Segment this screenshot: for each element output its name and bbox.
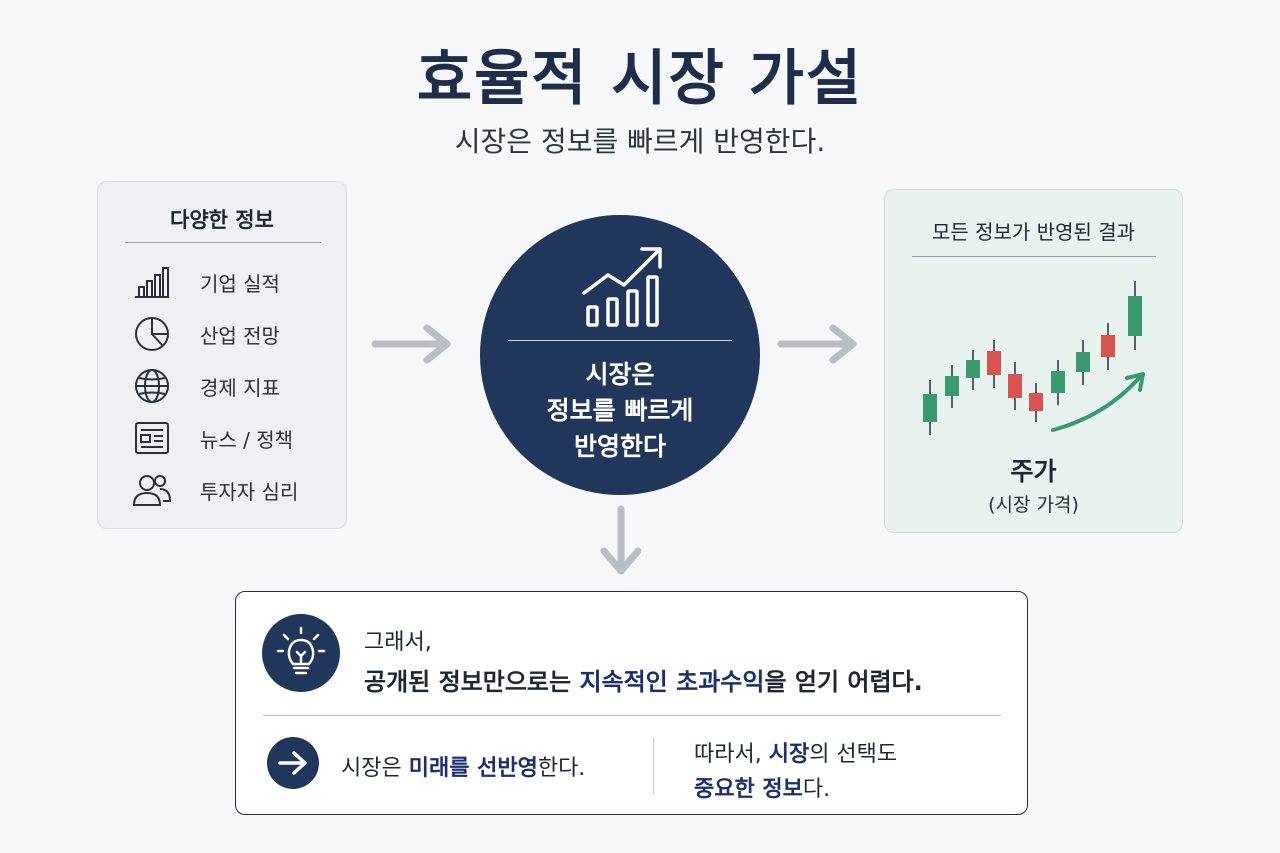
conclusion-main: 공개된 정보만으로는 지속적인 초과수익을 얻기 어렵다.: [364, 662, 923, 697]
info-label: 경제 지표: [200, 375, 280, 400]
statement-highlight: 중요한 정보: [694, 777, 803, 802]
vertical-divider: [653, 738, 654, 794]
candlestick: [945, 365, 959, 408]
arrow-badge: [267, 737, 319, 789]
candlestick: [966, 350, 980, 390]
conclusion-text: 을 얻기 어렵다.: [764, 668, 923, 696]
info-sources-card: 다양한 정보 기업 실적 산업 전망: [97, 181, 347, 529]
lightbulb-icon: [276, 626, 326, 675]
statement-text: 따라서,: [694, 742, 769, 767]
info-label: 기업 실적: [200, 271, 280, 296]
price-label: 주가: [1010, 457, 1057, 486]
statement-highlight: 미래를 선반영: [408, 756, 538, 781]
market-choice-line2: 중요한 정보다.: [694, 771, 830, 803]
statement-text: 한다.: [537, 756, 586, 781]
circle-divider: [508, 340, 732, 341]
statement-text: 시장은: [341, 756, 409, 781]
result-card: 모든 정보가 반영된 결과 주가 (시장 가격): [884, 189, 1183, 533]
forward-looking-statement: 시장은 미래를 선반영한다.: [341, 750, 585, 782]
result-card-title: 모든 정보가 반영된 결과: [931, 220, 1136, 244]
candlestick: [923, 380, 937, 435]
arrow-right-icon: [278, 751, 307, 775]
info-label: 산업 전망: [200, 323, 280, 348]
statement-text: 다.: [802, 777, 831, 802]
card-divider: [912, 256, 1156, 257]
info-label: 뉴스 / 정책: [200, 427, 294, 452]
right-arrow-icon: [777, 324, 857, 364]
down-arrow-icon: [600, 505, 642, 575]
info-item-earnings: 기업 실적: [132, 262, 280, 302]
conclusion-lead: 그래서,: [364, 630, 432, 655]
card-divider: [125, 242, 321, 243]
page-subtitle: 시장은 정보를 빠르게 반영한다.: [454, 125, 826, 158]
trend-arrow-head: [1125, 372, 1145, 392]
market-statement: 시장은 정보를 빠르게 반영한다: [480, 357, 760, 465]
globe-icon: [132, 366, 172, 406]
market-choice-line1: 따라서, 시장의 선택도: [694, 736, 897, 768]
bulb-badge: [262, 614, 340, 692]
conclusion-divider: [263, 715, 1001, 716]
conclusion-box: 그래서, 공개된 정보만으로는 지속적인 초과수익을 얻기 어렵다. 시장은 미…: [235, 591, 1028, 815]
info-item-sentiment: 투자자 심리: [132, 470, 298, 510]
candlestick: [1008, 362, 1022, 410]
market-circle: 시장은 정보를 빠르게 반영한다: [480, 215, 760, 495]
market-statement-line: 시장은: [585, 360, 655, 389]
right-arrow-icon: [371, 324, 451, 364]
pie-chart-icon: [132, 314, 172, 354]
newspaper-icon: [132, 418, 172, 458]
market-statement-line: 정보를 빠르게: [546, 396, 694, 425]
statement-text: 의 선택도: [809, 742, 898, 767]
conclusion-highlight: 지속적인 초과수익: [579, 668, 765, 696]
candlestick: [987, 340, 1001, 388]
conclusion-text: 공개된 정보만으로는: [364, 668, 580, 696]
market-statement-line: 반영한다: [573, 432, 666, 461]
statement-highlight: 시장: [768, 742, 810, 767]
info-item-news: 뉴스 / 정책: [132, 418, 293, 458]
candlestick: [1076, 340, 1090, 385]
candlestick: [1128, 281, 1142, 350]
page-title: 효율적 시장 가설: [416, 44, 864, 114]
info-label: 투자자 심리: [200, 479, 299, 504]
candlestick-chart: [923, 281, 1145, 435]
trend-arrow: [1051, 376, 1141, 432]
candlestick: [1051, 360, 1065, 405]
candlestick: [1101, 323, 1115, 370]
growth-chart-icon: [582, 247, 662, 327]
info-item-economy: 경제 지표: [132, 366, 280, 406]
info-sources-title: 다양한 정보: [170, 208, 274, 232]
info-item-industry: 산업 전망: [132, 314, 280, 354]
candlestick: [1029, 383, 1043, 422]
bar-chart-icon: [132, 262, 172, 302]
price-sublabel: (시장 가격): [988, 494, 1079, 516]
people-icon: [132, 470, 172, 510]
